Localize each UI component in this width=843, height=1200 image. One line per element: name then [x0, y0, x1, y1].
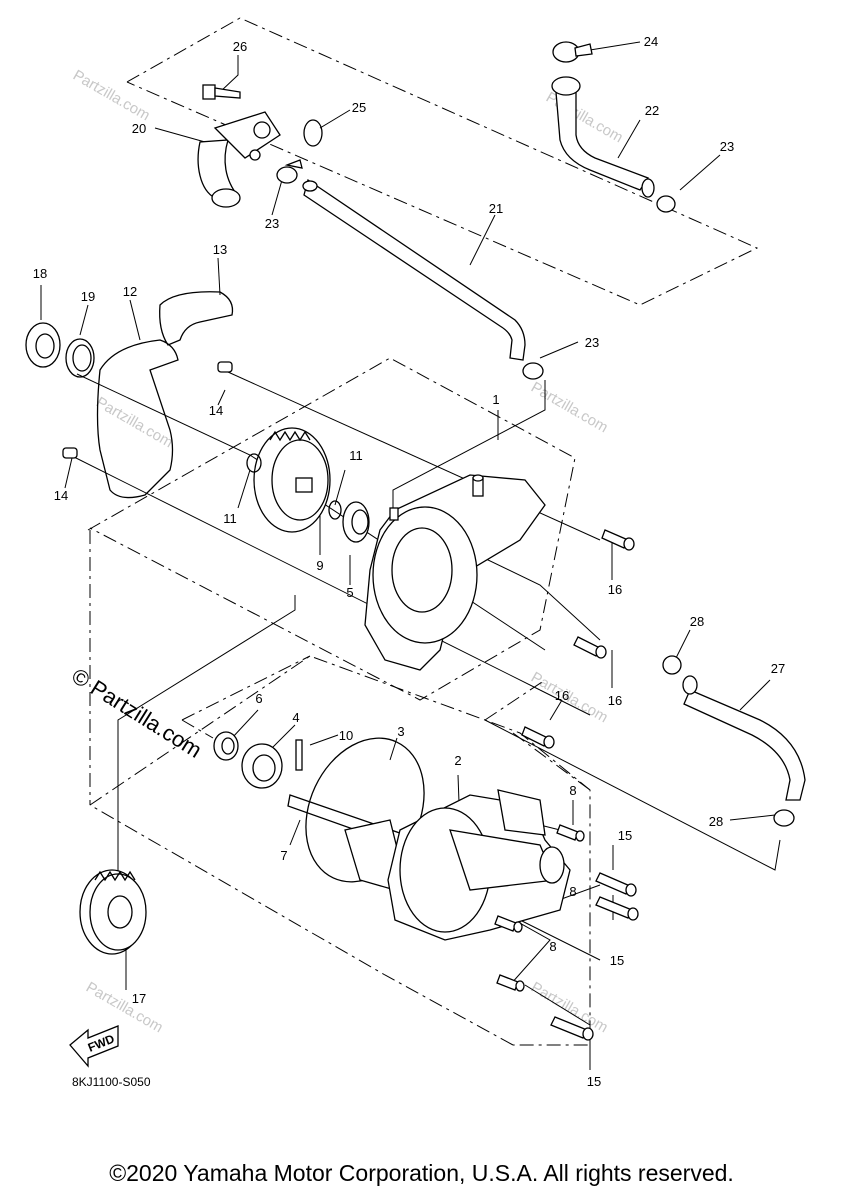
bolt-15-b [595, 896, 639, 921]
hose-21 [302, 178, 526, 361]
watermark: Partzilla.com [528, 669, 611, 727]
watermark: Partzilla.com [543, 89, 626, 147]
gear-17 [79, 869, 147, 955]
watermark: Partzilla.com [70, 67, 153, 125]
callout-16: 16 [555, 688, 569, 703]
callout-8: 8 [569, 884, 576, 899]
pin-10 [295, 739, 303, 771]
callout-8: 8 [569, 783, 576, 798]
circlip-11-right [328, 500, 342, 520]
bolt-15-a [595, 872, 637, 897]
callout-22: 22 [645, 103, 659, 118]
callout-23: 23 [265, 216, 279, 231]
callout-28: 28 [709, 814, 723, 829]
bolt-8-c [496, 974, 525, 992]
watermark: Partzilla.com [93, 394, 176, 452]
callout-10: 10 [339, 728, 353, 743]
callout-23: 23 [585, 335, 599, 350]
callout-24: 24 [644, 34, 658, 49]
hose-22 [551, 76, 655, 198]
callout-5: 5 [346, 585, 353, 600]
gasket-12 [96, 339, 179, 499]
callout-14: 14 [54, 488, 68, 503]
clamp-23-upper-right [656, 195, 676, 213]
callout-8: 8 [549, 939, 556, 954]
callout-27: 27 [771, 661, 785, 676]
callout-19: 19 [81, 289, 95, 304]
callout-12: 12 [123, 284, 137, 299]
clamp-28-lower [773, 809, 795, 827]
callout-21: 21 [489, 201, 503, 216]
gasket-13 [159, 291, 234, 346]
bolt-16-b [573, 636, 607, 659]
assembly-boundaries [87, 17, 759, 1046]
clamp-28-upper [662, 655, 682, 675]
bearing-18 [25, 322, 61, 368]
circlip-11-left [246, 453, 262, 473]
callout-28: 28 [690, 614, 704, 629]
callout-1: 1 [492, 392, 499, 407]
callout-15: 15 [610, 953, 624, 968]
gear-9 [253, 427, 331, 533]
callout-13: 13 [213, 242, 227, 257]
o-ring-25 [303, 119, 323, 147]
callout-11: 11 [349, 448, 363, 463]
bolt-26 [202, 84, 241, 100]
callout-15: 15 [618, 828, 632, 843]
bolt-16-a [601, 529, 635, 551]
pump-body-2 [344, 789, 571, 941]
seal-4 [241, 743, 283, 789]
callout-3: 3 [397, 724, 404, 739]
callout-7: 7 [280, 848, 287, 863]
fwd-arrow-icon: FWD [69, 1025, 119, 1068]
callout-26: 26 [233, 39, 247, 54]
bolt-16-c [521, 726, 555, 749]
callout-16: 16 [608, 693, 622, 708]
hose-27 [682, 675, 806, 801]
callout-20: 20 [132, 121, 146, 136]
callout-16: 16 [608, 582, 622, 597]
callout-17: 17 [132, 991, 146, 1006]
bolt-15-c [550, 1016, 594, 1041]
bolt-8-a [556, 824, 585, 842]
bearing-5 [342, 501, 370, 543]
housing-1 [364, 474, 546, 671]
bolt-8-b [494, 915, 523, 933]
watermark: Partzilla.com [83, 979, 166, 1037]
callout-25: 25 [352, 100, 366, 115]
callout-4: 4 [292, 710, 299, 725]
clamp-23-mid [522, 362, 544, 380]
part-code: 8KJ1100-S050 [72, 1075, 151, 1089]
dowel-pin-14-upper [217, 361, 233, 373]
callout-18: 18 [33, 266, 47, 281]
callout-11: 11 [223, 511, 237, 526]
copyright-notice: ©2020 Yamaha Motor Corporation, U.S.A. A… [109, 1160, 734, 1186]
callout-2: 2 [454, 753, 461, 768]
hose-fitting-20 [197, 111, 281, 208]
seal-6 [213, 731, 239, 761]
clamp-23-upper-left [276, 159, 303, 184]
dowel-pin-14-lower [62, 447, 78, 459]
callout-6: 6 [255, 691, 262, 706]
callout-23: 23 [720, 139, 734, 154]
callout-9: 9 [316, 558, 323, 573]
callout-15: 15 [587, 1074, 601, 1089]
callout-14: 14 [209, 403, 223, 418]
circlip-19 [65, 338, 95, 378]
callout-labels: 1 2 3 4 5 6 7 8 8 8 9 10 11 11 12 13 14 … [33, 34, 785, 1089]
clamp-24 [552, 41, 593, 63]
watermark: Partzilla.com [528, 379, 611, 437]
